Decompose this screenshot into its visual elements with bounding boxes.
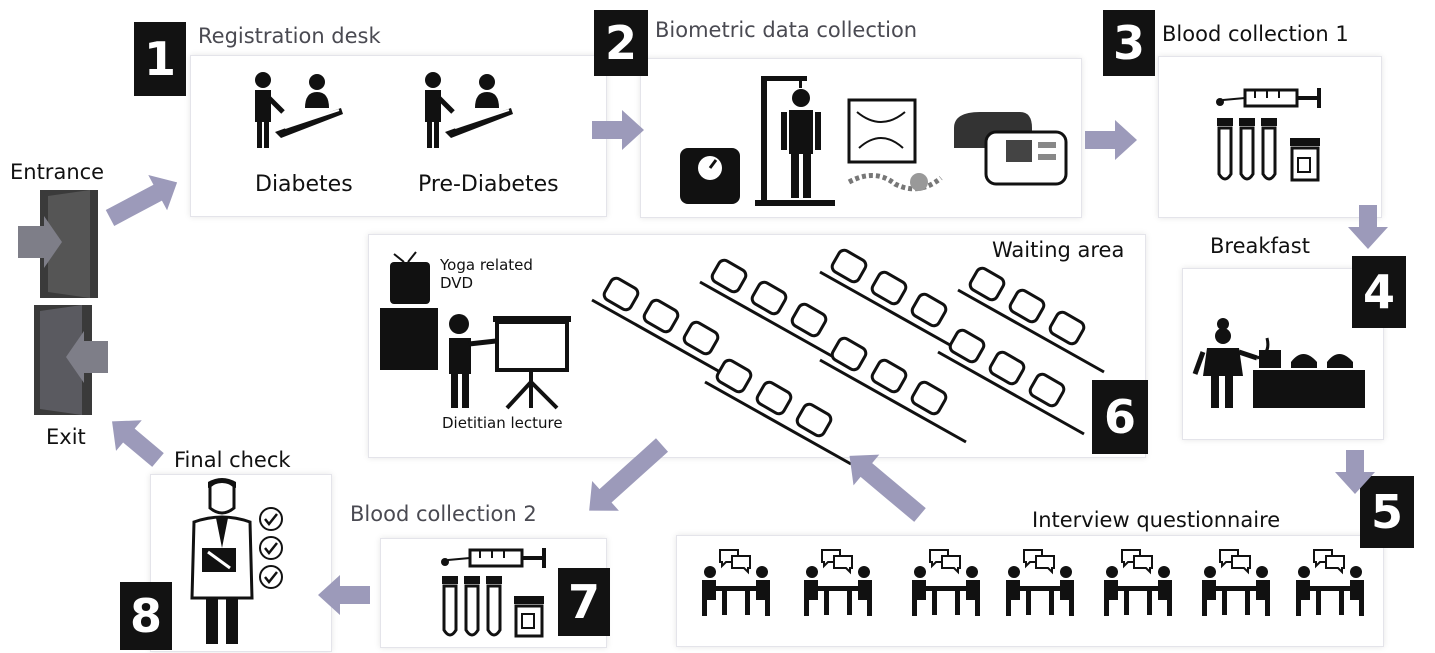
flow-arrow (105, 174, 178, 226)
blood-pressure-monitor-icon (954, 112, 1068, 186)
final-check-title: Final check (174, 448, 291, 472)
chef-buffet-icon (1192, 318, 1365, 408)
height-rod-icon (755, 76, 835, 206)
registration-desk-icon (425, 72, 513, 148)
checkmark-icon (259, 507, 283, 531)
chair-row-icon (937, 328, 1085, 436)
tv-label: Yoga related DVD (440, 256, 533, 292)
blood-collection-2-title: Blood collection 2 (350, 502, 537, 526)
exit-label: Exit (46, 425, 86, 449)
interview-table-icon (912, 549, 980, 616)
chair-row-icon (591, 276, 739, 384)
checkmark-icon (259, 565, 283, 589)
lecture-label: Dietitian lecture (442, 414, 563, 432)
flow-arrow (1348, 205, 1388, 249)
option-diabetes: Diabetes (255, 172, 353, 197)
station-number-7: 7 (558, 568, 610, 636)
checkmark-icon (259, 536, 283, 560)
interview-table-icon (804, 549, 872, 616)
flow-arrow (318, 575, 370, 615)
interview-table-icon (1296, 549, 1364, 616)
syringe-icon (1216, 88, 1321, 108)
registration-desk-icon (255, 72, 343, 148)
station-number-6: 6 (1092, 380, 1148, 454)
tv-icon (380, 251, 438, 370)
biometric-title: Biometric data collection (655, 18, 918, 42)
chair-row-icon (819, 336, 967, 444)
chair-row-icon (699, 258, 847, 366)
station-number-4: 4 (1352, 256, 1406, 328)
sample-cup-icon (514, 596, 544, 638)
flow-arrow (589, 438, 669, 511)
interview-table-icon (702, 549, 770, 616)
station-number-3: 3 (1103, 10, 1155, 76)
breakfast-title: Breakfast (1210, 234, 1310, 258)
sample-cup-icon (1290, 138, 1320, 182)
chair-row-icon (957, 266, 1105, 374)
chair-row-icon (819, 248, 967, 356)
flow-arrow (1085, 120, 1137, 160)
test-tube-icon (442, 576, 502, 637)
scale-icon (680, 148, 740, 204)
doctor-icon (190, 478, 254, 644)
registration-desk-title: Registration desk (198, 24, 381, 48)
entrance-label: Entrance (10, 160, 105, 184)
interview-table-icon (1006, 549, 1074, 616)
waiting-area-title: Waiting area (992, 238, 1125, 262)
syringe-icon (441, 548, 546, 568)
exit-door-icon (34, 305, 108, 415)
presenter-icon (449, 314, 571, 410)
entrance-door-icon (18, 190, 98, 298)
interview-table-icon (1202, 549, 1270, 616)
option-pre-diabetes: Pre-Diabetes (418, 172, 559, 197)
blood-collection-1-title: Blood collection 1 (1162, 22, 1349, 46)
interview-table-icon (1104, 549, 1172, 616)
flow-arrow (849, 454, 926, 522)
station-number-5: 5 (1360, 476, 1414, 548)
flow-arrow (592, 110, 644, 150)
interview-title: Interview questionnaire (1032, 508, 1281, 532)
flow-arrow (112, 420, 164, 467)
waist-tape-icon (847, 98, 943, 192)
flow-arrow (1335, 450, 1375, 494)
station-number-1: 1 (134, 22, 186, 96)
station-number-2: 2 (594, 10, 648, 76)
chair-row-icon (704, 358, 852, 466)
station-number-8: 8 (120, 582, 172, 650)
test-tube-icon (1217, 118, 1277, 181)
